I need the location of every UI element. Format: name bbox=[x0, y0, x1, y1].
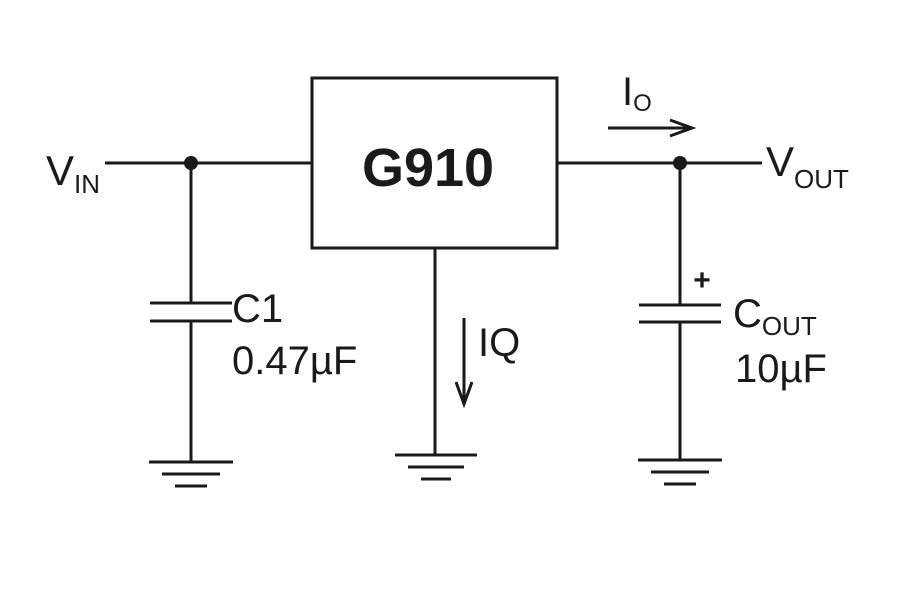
c1-value: 0.47µF bbox=[232, 339, 357, 383]
vin-label-sub: IN bbox=[74, 169, 100, 199]
cout-value: 10µF bbox=[735, 347, 827, 391]
c1-name: C1 bbox=[232, 287, 283, 331]
regulator-ground-symbol bbox=[395, 453, 477, 481]
io-label-sub: O bbox=[633, 90, 652, 117]
iq-arrow bbox=[454, 318, 474, 409]
cout-name-main: C bbox=[733, 292, 762, 336]
cout-polarity: + bbox=[693, 264, 711, 297]
iq-label: IQ bbox=[478, 321, 520, 365]
io-arrow bbox=[608, 118, 697, 138]
cout-name-sub: OUT bbox=[762, 311, 817, 341]
vin-label-main: V bbox=[46, 147, 74, 194]
c1-ground-symbol bbox=[149, 460, 233, 488]
io-label: IO bbox=[622, 70, 652, 117]
vout-label: VOUT bbox=[766, 138, 849, 194]
io-label-main: I bbox=[622, 70, 633, 114]
cout-ground-symbol bbox=[638, 458, 722, 486]
vout-label-sub: OUT bbox=[794, 164, 849, 194]
vin-label: VIN bbox=[46, 147, 100, 199]
cout-name: COUT bbox=[733, 292, 817, 341]
regulator-label: G910 bbox=[362, 138, 494, 198]
vout-label-main: V bbox=[766, 138, 794, 185]
